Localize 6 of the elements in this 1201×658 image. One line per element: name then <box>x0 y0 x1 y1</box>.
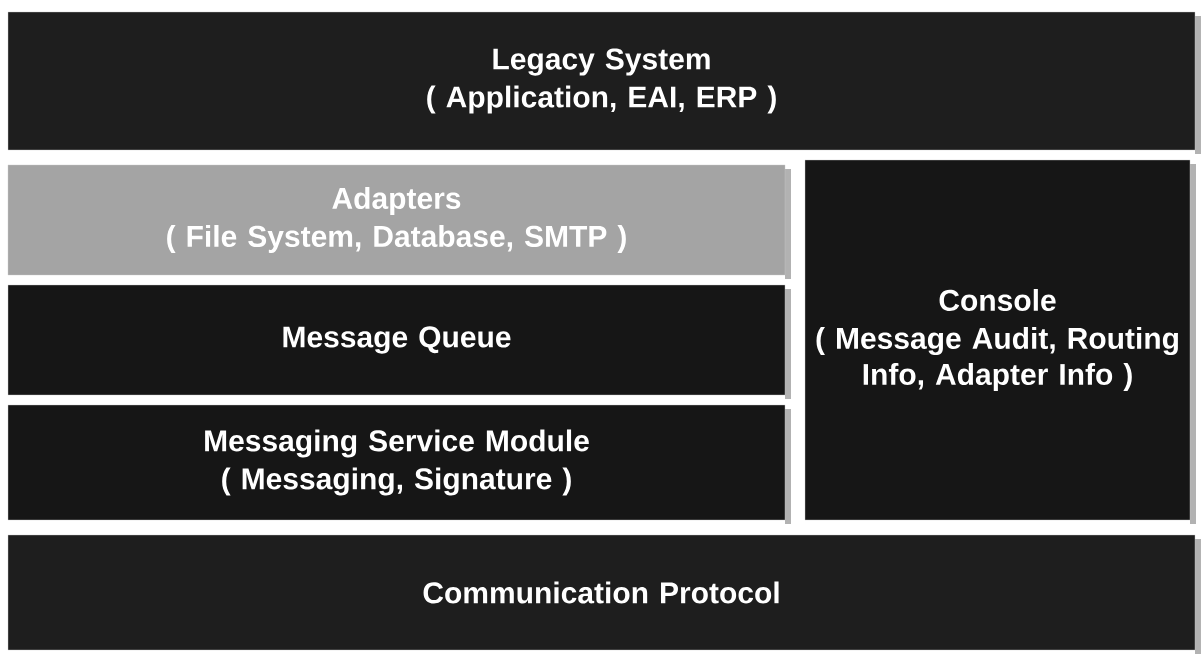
layer-box: Adapters ( File System, Database, SMTP ) <box>7 164 786 276</box>
layer-box: Messaging Service Module ( Messaging, Signature ) <box>7 404 786 521</box>
layer-box: Communication Protocol <box>7 534 1196 651</box>
layer-box: Legacy System ( Application, EAI, ERP ) <box>7 11 1196 151</box>
side-panel-box: Console ( Message Audit, Routing Info, Adapter Info ) <box>804 159 1191 521</box>
layer-box: Message Queue <box>7 284 786 396</box>
